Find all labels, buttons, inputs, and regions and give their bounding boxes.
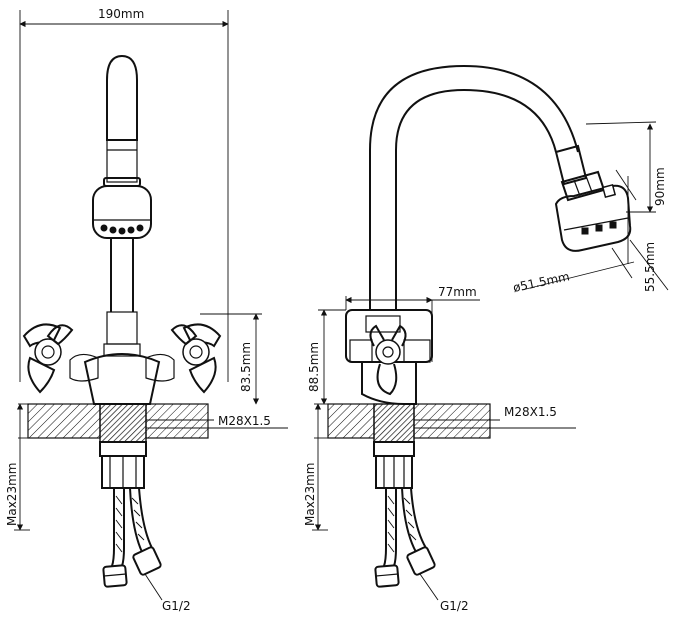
right-height-label: 88.5mm: [307, 342, 321, 392]
width-top-label: 190mm: [98, 7, 144, 21]
left-height-label: 83.5mm: [239, 342, 253, 392]
head-diam-label: ø51.5mm: [512, 269, 571, 295]
reach-label: 77mm: [438, 285, 477, 299]
side-view: 90mm 55.5mm ø51.5mm 77mm 88.5mm: [303, 64, 669, 613]
left-thread-label: M28X1.5: [218, 414, 271, 428]
front-view: 190mm: [5, 7, 288, 613]
head-len-label: 55.5mm: [643, 242, 657, 292]
left-hose-label: G1/2: [162, 599, 191, 613]
right-thread-label: M28X1.5: [504, 405, 557, 419]
head-drop-label: 90mm: [653, 167, 667, 206]
left-max-label: Max23mm: [5, 463, 19, 526]
right-max-label: Max23mm: [303, 463, 317, 526]
right-hose-label: G1/2: [440, 599, 469, 613]
